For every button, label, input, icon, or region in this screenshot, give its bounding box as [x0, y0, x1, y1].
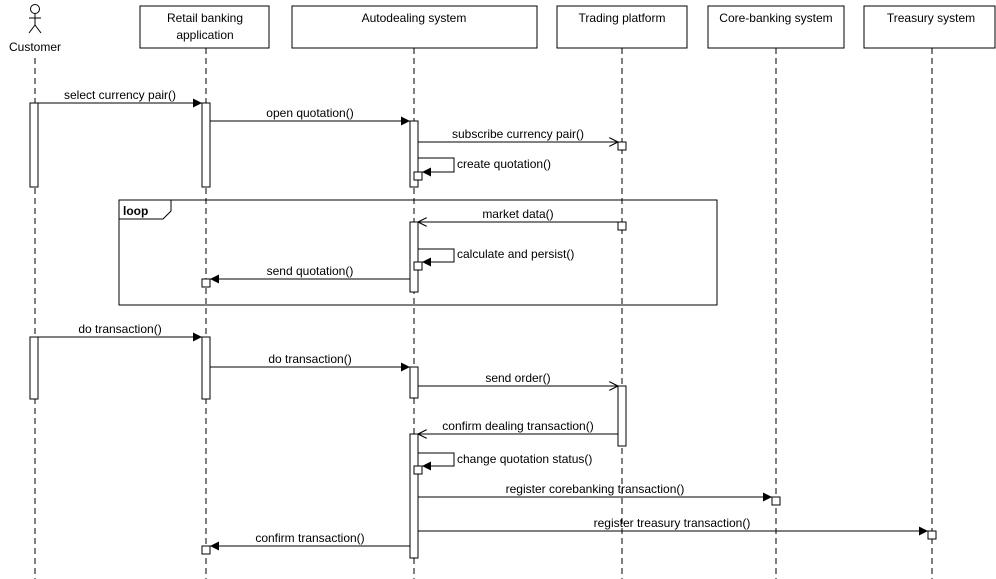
actor-label: Customer	[9, 40, 61, 54]
message-confirm-transaction: confirm transaction()	[210, 531, 410, 551]
message-do-transaction-customer: do transaction()	[38, 322, 202, 342]
message-subscribe-currency-pair: subscribe currency pair()	[418, 127, 618, 142]
message-label: register treasury transaction()	[594, 516, 751, 530]
activation-bar	[413, 465, 423, 475]
participant-label-line: Autodealing system	[362, 11, 467, 25]
activation-bar	[201, 102, 211, 188]
message-change-quotation-status: change quotation status()	[418, 452, 592, 471]
participant-corebanking: Core-banking system	[707, 5, 845, 49]
activation-bar	[409, 221, 419, 293]
activation-bar	[617, 221, 627, 231]
message-label: create quotation()	[457, 157, 551, 171]
message-register-treasury-transaction: register treasury transaction()	[418, 516, 928, 536]
participant-label-line: Treasury system	[887, 11, 975, 25]
participant-label-line: Core-banking system	[719, 11, 832, 25]
activation-bar	[201, 278, 211, 288]
participant-retail: Retail banking application	[139, 5, 270, 49]
message-label: change quotation status()	[457, 452, 592, 466]
participant-autodealing: Autodealing system	[291, 5, 538, 49]
customer-actor: Customer	[9, 4, 61, 54]
message-label: subscribe currency pair()	[452, 127, 584, 141]
activation-bar	[413, 171, 423, 181]
participant-label-line: application	[176, 28, 233, 42]
message-label: calculate and persist()	[457, 247, 574, 261]
stick-figure-icon	[28, 4, 42, 34]
message-calculate-and-persist: calculate and persist()	[418, 247, 574, 267]
message-label: send order()	[485, 371, 550, 385]
activation-bar	[29, 336, 39, 400]
message-label: do transaction()	[268, 352, 351, 366]
participant-treasury: Treasury system	[863, 5, 996, 49]
message-label: market data()	[482, 207, 553, 221]
activation-bar	[617, 141, 627, 151]
activation-bar	[409, 366, 419, 399]
message-label: confirm transaction()	[255, 531, 364, 545]
message-create-quotation: create quotation()	[418, 157, 551, 177]
message-label: select currency pair()	[64, 88, 176, 102]
message-label: open quotation()	[266, 106, 353, 120]
message-label: send quotation()	[267, 264, 354, 278]
message-open-quotation: open quotation()	[210, 106, 410, 126]
message-register-corebanking-transaction: register corebanking transaction()	[418, 482, 772, 502]
message-confirm-dealing-transaction: confirm dealing transaction()	[418, 419, 618, 434]
activation-bar	[927, 530, 937, 540]
message-label: do transaction()	[78, 322, 161, 336]
participant-trading: Trading platform	[556, 5, 688, 49]
message-do-transaction-retail: do transaction()	[210, 352, 410, 372]
participant-label-line: Trading platform	[579, 11, 666, 25]
participant-label-line: Retail banking	[167, 11, 243, 25]
activation-bar	[413, 261, 423, 271]
activation-bar	[771, 496, 781, 506]
message-label: confirm dealing transaction()	[442, 419, 593, 433]
loop-fragment: loop	[118, 199, 718, 306]
activation-bar	[29, 102, 39, 188]
activation-bar	[201, 336, 211, 400]
message-market-data: market data()	[418, 207, 618, 222]
message-send-quotation: send quotation()	[210, 264, 410, 284]
message-label: register corebanking transaction()	[506, 482, 685, 496]
activation-bar	[201, 545, 211, 555]
activation-bar	[409, 433, 419, 559]
activation-bar	[617, 385, 627, 447]
message-select-currency-pair: select currency pair()	[38, 88, 202, 108]
message-send-order: send order()	[418, 371, 618, 386]
activation-bar	[409, 120, 419, 188]
loop-operator-label: loop	[123, 204, 148, 218]
